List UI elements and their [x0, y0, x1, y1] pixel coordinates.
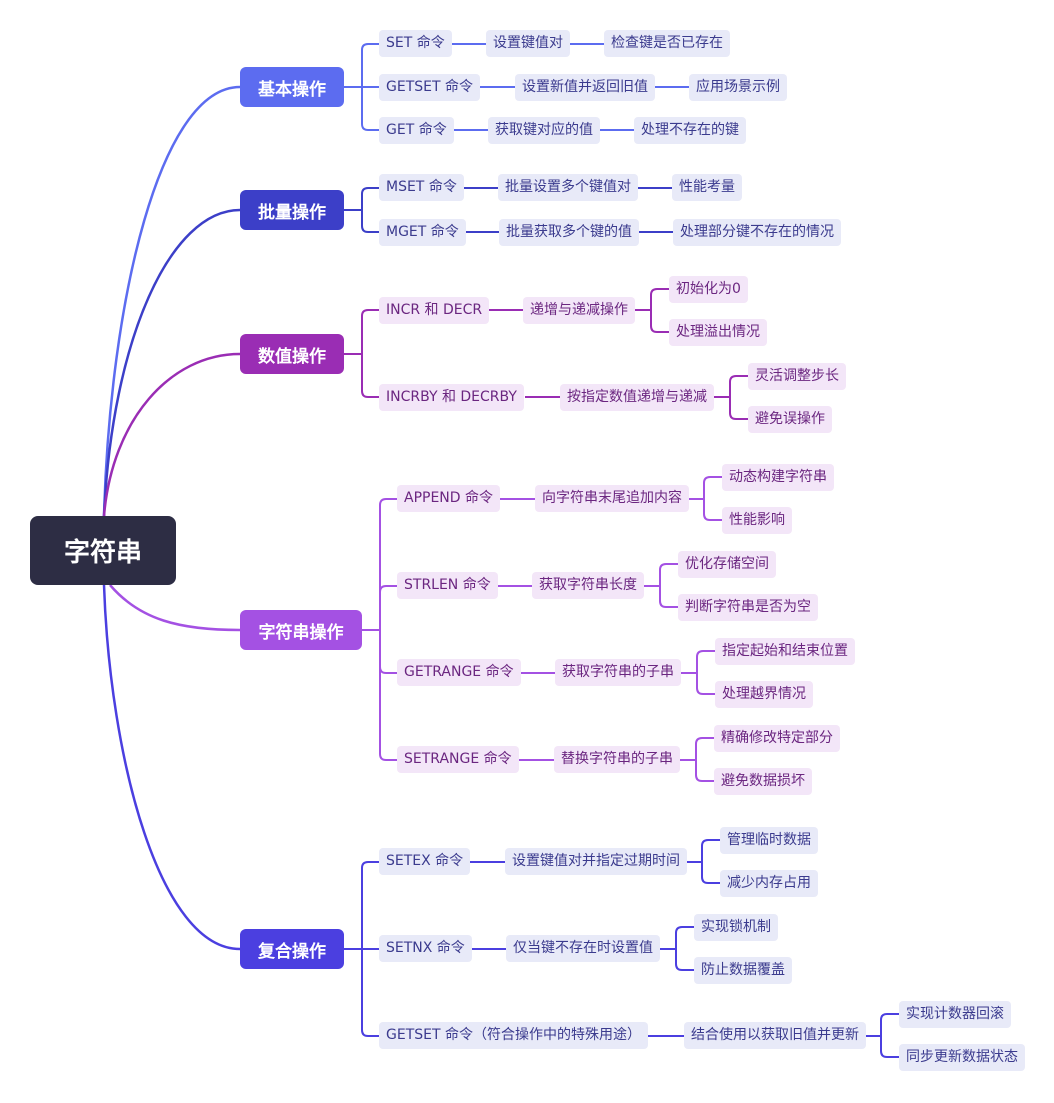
connector: [361, 123, 380, 131]
note-node: 防止数据覆盖: [694, 957, 792, 984]
connector: [102, 584, 241, 951]
note-node: 同步更新数据状态: [899, 1044, 1025, 1071]
note-node: 减少内存占用: [720, 870, 818, 897]
command-node: MGET 命令: [379, 219, 466, 246]
connector: [650, 325, 669, 333]
connector: [696, 687, 715, 695]
connector: [361, 390, 380, 398]
connector: [361, 1029, 380, 1037]
connector: [695, 774, 714, 782]
note-node: 实现锁机制: [694, 914, 778, 941]
detail-node: 获取键对应的值: [488, 117, 600, 144]
root-label: 字符串: [63, 538, 142, 568]
command-node: SETRANGE 命令: [397, 746, 519, 773]
connector: [659, 600, 678, 608]
note-node: 处理不存在的键: [634, 117, 746, 144]
branch-basic-ops: 基本操作: [240, 67, 344, 107]
connector: [361, 43, 380, 51]
command-node: APPEND 命令: [397, 485, 501, 512]
connector: [880, 1013, 899, 1021]
connector: [880, 1050, 899, 1058]
connector: [701, 876, 720, 884]
command-node: STRLEN 命令: [397, 572, 498, 599]
note-node: 灵活调整步长: [748, 363, 846, 390]
connector: [703, 513, 722, 521]
note-node: 避免误操作: [748, 406, 832, 433]
branch-batch-ops: 批量操作: [240, 190, 344, 230]
note-node: 初始化为0: [669, 276, 748, 303]
note-node: 优化存储空间: [678, 551, 776, 578]
connector: [675, 963, 694, 971]
branch-label: 数值操作: [258, 346, 326, 367]
note-node: 应用场景示例: [689, 74, 787, 101]
branch-numeric-ops: 数值操作: [240, 334, 344, 374]
detail-node: 替换字符串的子串: [554, 746, 680, 773]
detail-node: 结合使用以获取旧值并更新: [684, 1022, 866, 1049]
branch-composite-ops: 复合操作: [240, 929, 344, 969]
command-node: SETEX 命令: [379, 848, 471, 875]
command-node: SET 命令: [379, 30, 452, 57]
branch-string-ops: 字符串操作: [240, 610, 362, 650]
note-node: 处理越界情况: [715, 681, 813, 708]
note-node: 管理临时数据: [720, 827, 818, 854]
connector: [729, 375, 748, 383]
connector: [102, 208, 241, 517]
command-node: GETSET 命令（符合操作中的特殊用途）: [379, 1022, 648, 1049]
connector: [659, 563, 678, 571]
detail-node: 设置新值并返回旧值: [515, 74, 655, 101]
connector: [361, 187, 380, 195]
note-node: 动态构建字符串: [722, 464, 834, 491]
connector: [650, 288, 669, 296]
connector: [379, 753, 398, 761]
note-node: 判断字符串是否为空: [678, 594, 818, 621]
command-node: SETNX 命令: [379, 935, 472, 962]
detail-node: 按指定数值递增与递减: [560, 384, 714, 411]
root-node: 字符串: [30, 516, 176, 585]
detail-node: 设置键值对并指定过期时间: [505, 848, 687, 875]
note-node: 精确修改特定部分: [714, 725, 840, 752]
connector: [675, 926, 694, 934]
command-node: GETRANGE 命令: [397, 659, 521, 686]
connector: [703, 476, 722, 484]
note-node: 性能影响: [722, 507, 792, 534]
connector: [361, 309, 380, 317]
connector: [701, 839, 720, 847]
detail-node: 获取字符串的子串: [555, 659, 681, 686]
note-node: 检查键是否已存在: [604, 30, 730, 57]
detail-node: 批量获取多个键的值: [499, 219, 639, 246]
branch-label: 基本操作: [258, 79, 326, 100]
detail-node: 批量设置多个键值对: [498, 174, 638, 201]
command-node: INCRBY 和 DECRBY: [379, 384, 524, 411]
note-node: 实现计数器回滚: [899, 1001, 1011, 1028]
detail-node: 设置键值对: [486, 30, 570, 57]
connector: [729, 412, 748, 420]
note-node: 处理部分键不存在的情况: [673, 219, 841, 246]
command-node: GETSET 命令: [379, 74, 480, 101]
connector: [102, 85, 241, 517]
note-node: 性能考量: [672, 174, 742, 201]
connector: [361, 225, 380, 233]
branch-label: 复合操作: [258, 941, 326, 962]
note-node: 避免数据损坏: [714, 768, 812, 795]
branch-label: 批量操作: [258, 202, 326, 223]
connector: [109, 584, 241, 632]
connector: [379, 666, 398, 674]
connector: [102, 352, 241, 517]
connector: [361, 861, 380, 869]
detail-node: 递增与递减操作: [523, 297, 635, 324]
branch-label: 字符串操作: [258, 622, 344, 643]
connector: [695, 737, 714, 745]
detail-node: 向字符串末尾追加内容: [535, 485, 689, 512]
command-node: MSET 命令: [379, 174, 464, 201]
detail-node: 仅当键不存在时设置值: [506, 935, 660, 962]
connector: [379, 498, 398, 506]
connector: [379, 585, 398, 593]
note-node: 处理溢出情况: [669, 319, 767, 346]
command-node: GET 命令: [379, 117, 454, 144]
command-node: INCR 和 DECR: [379, 297, 490, 324]
detail-node: 获取字符串长度: [532, 572, 644, 599]
note-node: 指定起始和结束位置: [715, 638, 855, 665]
connector: [696, 650, 715, 658]
